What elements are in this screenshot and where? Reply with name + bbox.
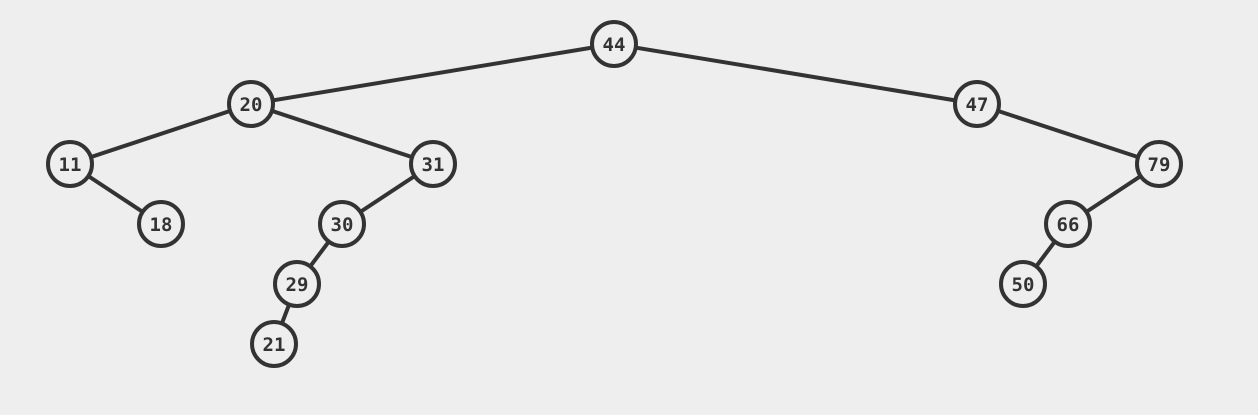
tree-node: 21 xyxy=(250,320,298,368)
tree-node-circle xyxy=(250,320,298,368)
tree-node: 50 xyxy=(999,260,1047,308)
tree-node-label: 31 xyxy=(422,154,445,176)
tree-node-label: 18 xyxy=(150,214,173,236)
tree-edge xyxy=(249,42,616,106)
tree-node: 44 xyxy=(590,20,638,68)
tree-node-label: 50 xyxy=(1012,274,1035,296)
tree-node-circle xyxy=(590,20,638,68)
tree-edge xyxy=(975,102,1161,166)
tree-node-circle xyxy=(227,80,275,128)
tree-node-circle xyxy=(46,140,94,188)
tree-edge xyxy=(249,102,435,166)
tree-node: 20 xyxy=(227,80,275,128)
tree-node-label: 66 xyxy=(1057,214,1080,236)
tree-edge xyxy=(612,42,979,106)
tree-node: 47 xyxy=(953,80,1001,128)
tree-node-label: 21 xyxy=(263,334,286,356)
tree-node-circle xyxy=(1044,200,1092,248)
tree-edge xyxy=(68,102,253,166)
tree-node-circle xyxy=(273,260,321,308)
tree-node: 66 xyxy=(1044,200,1092,248)
tree-node-label: 30 xyxy=(331,214,354,236)
tree-node-label: 20 xyxy=(240,94,263,116)
tree-node-circle xyxy=(953,80,1001,128)
tree-node-label: 44 xyxy=(603,34,626,56)
tree-node: 11 xyxy=(46,140,94,188)
tree-node-label: 11 xyxy=(59,154,82,176)
tree-node-circle xyxy=(409,140,457,188)
tree-node-circle xyxy=(318,200,366,248)
tree-node-label: 29 xyxy=(286,274,309,296)
tree-node-circle xyxy=(999,260,1047,308)
tree-node-circle xyxy=(1135,140,1183,188)
tree-nodes: 44 20 47 11 31 79 18 30 66 29 50 21 xyxy=(46,20,1183,368)
tree-node: 31 xyxy=(409,140,457,188)
tree-node: 79 xyxy=(1135,140,1183,188)
tree-node-circle xyxy=(137,200,185,248)
tree-node-label: 79 xyxy=(1148,154,1171,176)
tree-node: 29 xyxy=(273,260,321,308)
tree-node: 18 xyxy=(137,200,185,248)
tree-node-label: 47 xyxy=(966,94,989,116)
tree-node: 30 xyxy=(318,200,366,248)
